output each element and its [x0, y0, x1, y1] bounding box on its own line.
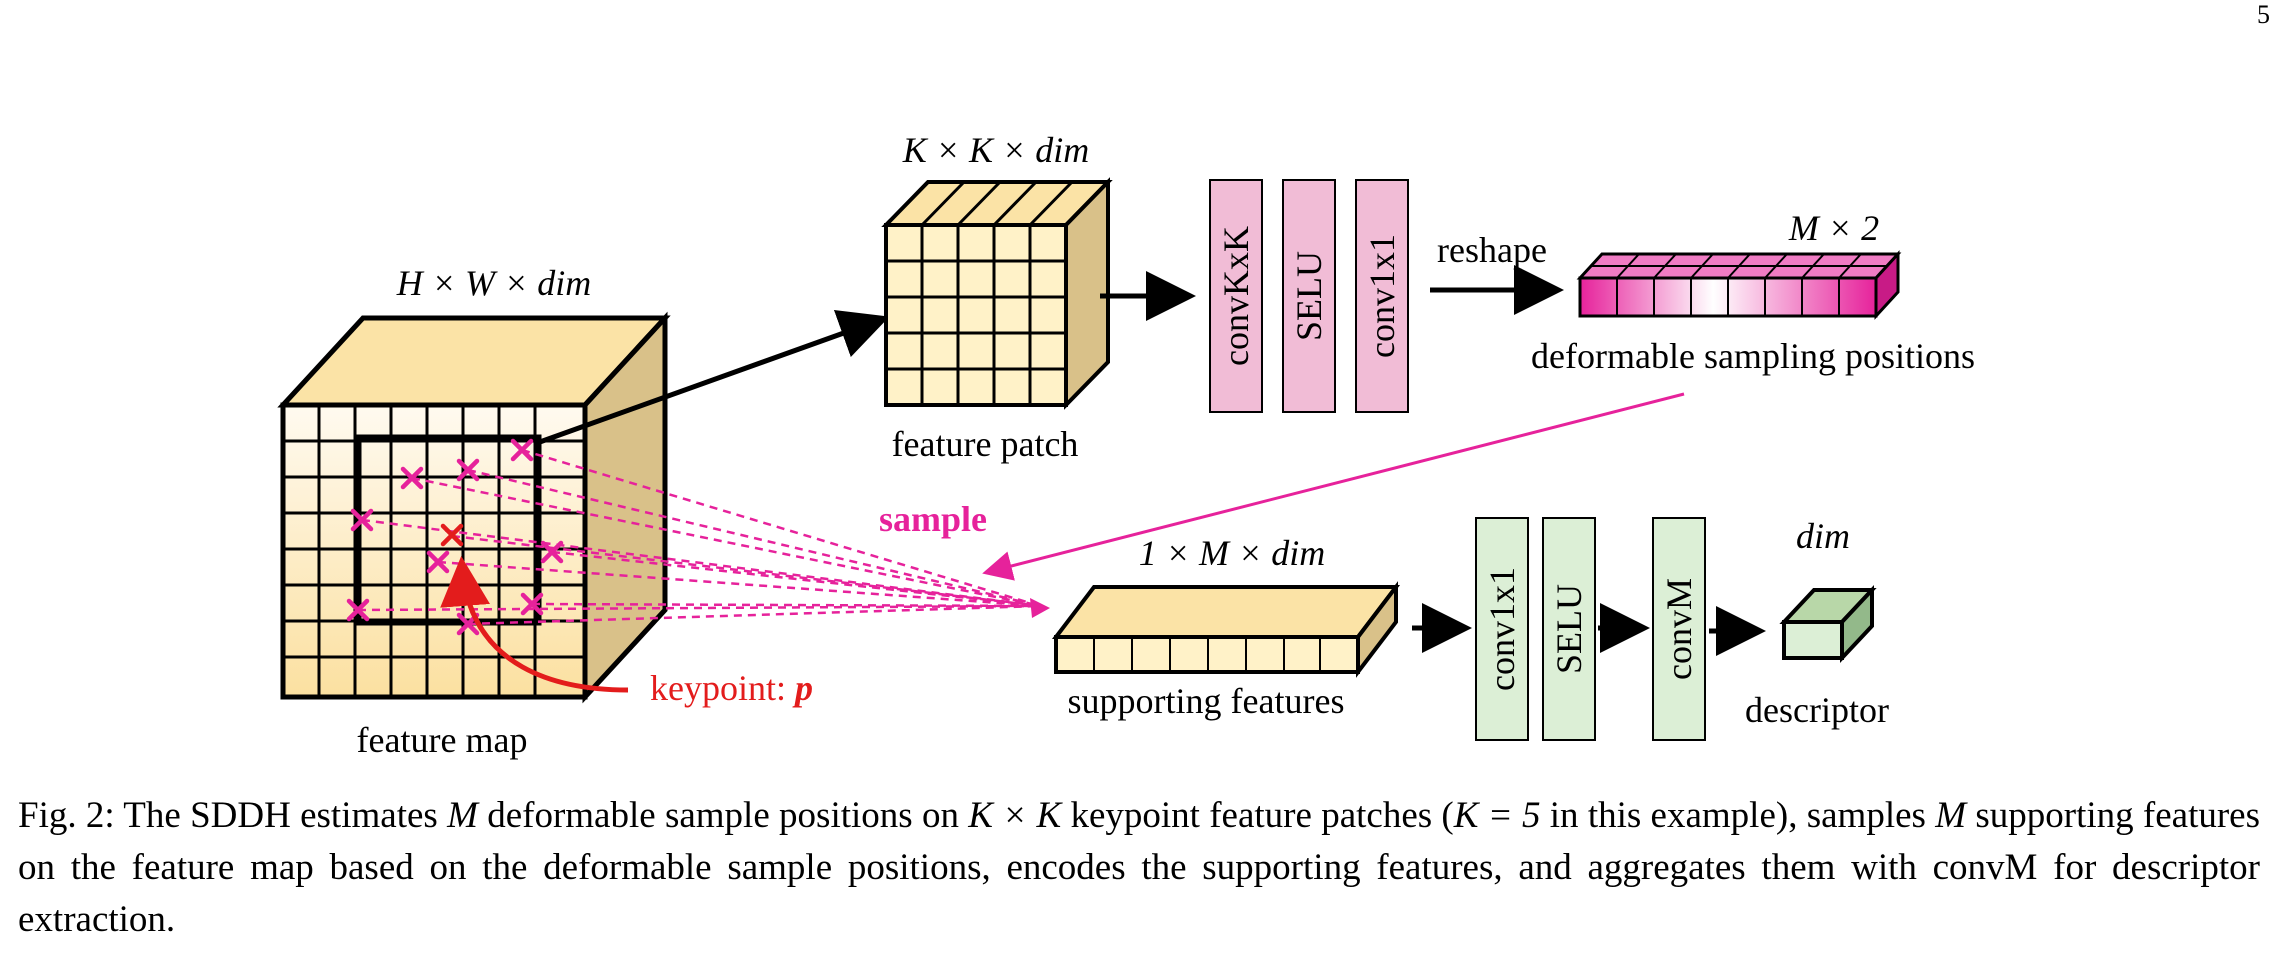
caption-text-5: supporting features on the feature map b…	[18, 795, 2260, 940]
layer-convm-label: convM	[1659, 578, 1699, 680]
layer-selu-bottom	[1542, 517, 1596, 741]
patch-highlight-box	[354, 434, 542, 626]
layer-selu-bottom-label: SELU	[1549, 584, 1589, 674]
keypoint-symbol: p	[792, 668, 813, 708]
keypoint-arrow	[440, 556, 629, 693]
feature-patch-front	[884, 223, 1068, 407]
supporting-features-bar	[1051, 581, 1401, 678]
positions-feedback-line	[982, 392, 1685, 581]
layer-conv1x1-top-label: conv1x1	[1362, 234, 1402, 358]
support-branch-layers: conv1x1 SELU convM	[1475, 517, 1706, 741]
feature-map-dim-label: H × W × dim	[396, 263, 592, 303]
patch-crop-arrow	[536, 309, 890, 446]
feature-map-cube	[277, 311, 671, 704]
caption-text-2: deformable sample positions on	[477, 795, 969, 836]
sddh-figure: H × W × dim feature map keypoint: p	[277, 130, 1975, 760]
keypoint-text: keypoint:	[650, 668, 795, 708]
feature-map-label: feature map	[357, 720, 528, 760]
feature-patch-label: feature patch	[892, 424, 1079, 464]
layer-convkxk-label: convKxK	[1216, 226, 1256, 366]
supporting-features-label: supporting features	[1068, 681, 1345, 721]
sample-label: sample	[879, 499, 987, 539]
feature-patch-cube	[881, 177, 1113, 410]
layer-conv1x1-top	[1355, 179, 1409, 413]
layer-selu-top-label: SELU	[1289, 251, 1329, 341]
caption-text-4: in this example), samples	[1540, 795, 1936, 836]
descriptor-dim-label: dim	[1796, 516, 1850, 556]
sampling-positions-bar	[1576, 250, 1902, 320]
reshape-label: reshape	[1437, 230, 1547, 270]
layer-convm	[1652, 517, 1706, 741]
layer-conv1x1-bottom	[1475, 517, 1529, 741]
layer-convkxk	[1209, 179, 1263, 413]
feature-patch-dim-label: K × K × dim	[902, 130, 1090, 170]
keypoint-label: keypoint: p	[650, 668, 813, 708]
sampling-arrowhead	[1030, 598, 1050, 618]
keypoint-marker	[440, 523, 464, 547]
caption-text-3: keypoint feature patches (	[1061, 795, 1454, 836]
page-number: 5	[2257, 0, 2270, 29]
caption-math-4: M	[1935, 795, 1967, 836]
descriptor-block	[1779, 584, 1877, 664]
layer-selu-top	[1282, 179, 1336, 413]
sampling-positions-label: deformable sampling positions	[1531, 336, 1975, 376]
supporting-features-dim-label: 1 × M × dim	[1139, 533, 1326, 573]
figure-caption: Fig. 2: The SDDH estimates M deformable …	[18, 790, 2260, 946]
caption-math-3: K = 5	[1453, 795, 1541, 836]
caption-math-1: M	[447, 795, 478, 836]
layer-conv1x1-bottom-label: conv1x1	[1482, 567, 1522, 691]
caption-math-2: K × K	[968, 795, 1062, 836]
sample-markers	[346, 438, 564, 636]
descriptor-label: descriptor	[1745, 690, 1889, 730]
sampling-positions-dim-label: M × 2	[1788, 208, 1879, 248]
patch-branch-layers: convKxK SELU conv1x1	[1209, 179, 1409, 413]
caption-text-1: Fig. 2: The SDDH estimates	[18, 795, 448, 836]
